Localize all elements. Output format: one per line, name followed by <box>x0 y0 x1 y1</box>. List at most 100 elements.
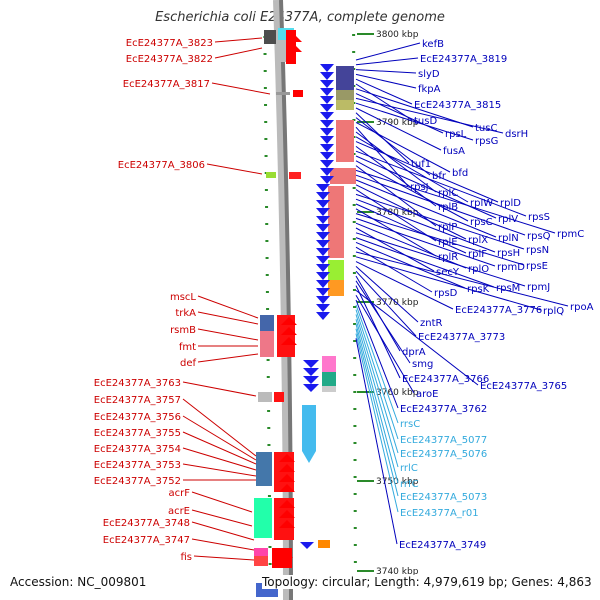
left-gene-label[interactable]: EcE24377A_3756 <box>94 412 181 423</box>
gene-arrow-left[interactable] <box>277 550 293 558</box>
kbp-tick-label[interactable]: 3790 kbp <box>376 118 419 128</box>
left-gene-label[interactable]: acrE <box>168 506 190 517</box>
left-gene-label[interactable]: EcE24377A_3823 <box>126 38 213 49</box>
gene-arrow-right[interactable] <box>320 112 334 120</box>
gene-arrow-right[interactable] <box>320 160 334 168</box>
gene-arrow-left[interactable] <box>279 520 295 528</box>
gene-arrow-right[interactable] <box>316 256 330 264</box>
right-gene-label[interactable]: EcE24377A_r01 <box>400 508 479 519</box>
right-gene-label[interactable]: EcE24377A_3819 <box>420 54 507 65</box>
gene-arrow-right[interactable] <box>320 72 334 80</box>
gene-arrow-right[interactable] <box>320 152 334 160</box>
gene-arrow-right[interactable] <box>320 120 334 128</box>
gene-block-left[interactable] <box>260 331 274 357</box>
gene-arrow-right[interactable] <box>316 272 330 280</box>
gene-arrow-right[interactable] <box>320 168 334 176</box>
right-gene-label[interactable]: rplC <box>438 188 458 199</box>
right-gene-label[interactable]: EcE24377A_3749 <box>399 540 486 551</box>
right-gene-label[interactable]: rplN <box>498 233 519 244</box>
right-gene-label[interactable]: rplD <box>500 198 521 209</box>
right-gene-label[interactable]: rpsS <box>528 212 550 223</box>
gene-arrow-left[interactable] <box>279 484 295 492</box>
left-gene-label[interactable]: EcE24377A_3747 <box>103 535 190 546</box>
right-gene-label[interactable]: rpsC <box>470 217 493 228</box>
gene-arrow-left[interactable] <box>279 454 295 462</box>
gene-arrow-left[interactable] <box>279 474 295 482</box>
gene-arrow-right[interactable] <box>316 304 330 312</box>
gene-arrow-right[interactable] <box>316 296 330 304</box>
right-gene-label[interactable]: EcE24377A_3815 <box>414 100 501 111</box>
gene-arrow-left[interactable] <box>286 44 302 52</box>
gene-arrow-right[interactable] <box>320 136 334 144</box>
left-gene-label[interactable]: EcE24377A_3763 <box>94 378 181 389</box>
rrna-operon-block[interactable] <box>302 405 316 451</box>
gene-block-left[interactable] <box>258 392 272 402</box>
right-gene-label[interactable]: rplW <box>470 198 493 209</box>
right-gene-label[interactable]: slyD <box>418 69 440 80</box>
right-gene-label[interactable]: rpsQ <box>527 231 551 242</box>
right-gene-label[interactable]: EcE24377A_5073 <box>400 492 487 503</box>
right-gene-label[interactable]: bfr <box>432 171 447 182</box>
gene-block-left[interactable] <box>264 30 276 44</box>
gene-block-right[interactable] <box>336 100 354 110</box>
kbp-tick-label[interactable]: 3760 kbp <box>376 388 419 398</box>
right-gene-label[interactable]: rpsM <box>496 283 520 294</box>
gene-arrow-right[interactable] <box>316 248 330 256</box>
gene-arrow-right[interactable] <box>316 216 330 224</box>
right-gene-label[interactable]: dprA <box>402 347 426 358</box>
right-gene-label[interactable]: EcE24377A_3766 <box>402 374 489 385</box>
gene-arrow-right[interactable] <box>320 64 334 72</box>
gene-block-right[interactable] <box>328 280 344 290</box>
gene-arrow-right[interactable] <box>316 208 330 216</box>
right-gene-label[interactable]: rpmD <box>497 262 525 273</box>
gene-arrow-right[interactable] <box>316 288 330 296</box>
gene-block-right[interactable] <box>336 120 354 162</box>
right-gene-label[interactable]: EcE24377A_3776 <box>455 305 542 316</box>
gene-block-left[interactable] <box>260 315 274 331</box>
gene-arrow-right[interactable] <box>316 280 330 288</box>
gene-block-left[interactable] <box>254 556 268 566</box>
gene-block-right[interactable] <box>330 168 356 184</box>
kbp-tick-label[interactable]: 3740 kbp <box>376 567 419 577</box>
right-gene-label[interactable]: rrlC <box>400 463 418 474</box>
right-gene-label[interactable]: dsrH <box>505 129 528 140</box>
right-gene-label[interactable]: rplQ <box>543 306 564 317</box>
right-gene-label[interactable]: EcE24377A_3765 <box>480 381 567 392</box>
gene-arrow-left[interactable] <box>279 500 295 508</box>
right-gene-label[interactable]: rplV <box>498 214 518 225</box>
right-gene-label[interactable]: rpsK <box>467 284 490 295</box>
gene-arrow-right[interactable] <box>300 542 314 549</box>
gene-block-left[interactable] <box>289 172 301 179</box>
gene-arrow-right[interactable] <box>303 360 319 368</box>
gene-block-left[interactable] <box>266 172 276 178</box>
right-gene-label[interactable]: rpsG <box>475 136 498 147</box>
right-gene-label[interactable]: rplE <box>438 237 458 248</box>
right-gene-label[interactable]: bfd <box>452 168 468 179</box>
right-gene-label[interactable]: EcE24377A_5077 <box>400 435 487 446</box>
right-gene-label[interactable]: kefB <box>422 39 444 50</box>
right-gene-label[interactable]: tuf1 <box>411 159 431 170</box>
left-gene-label[interactable]: EcE24377A_3822 <box>126 54 213 65</box>
rrna-operon-arrow[interactable] <box>302 451 316 463</box>
right-gene-label[interactable]: EcE24377A_3762 <box>400 404 487 415</box>
right-gene-label[interactable]: rrfC <box>400 479 419 490</box>
gene-block-right[interactable] <box>336 90 354 100</box>
left-gene-label[interactable]: def <box>180 358 197 369</box>
gene-block-left[interactable] <box>293 90 303 97</box>
right-gene-label[interactable]: rpsN <box>526 245 549 256</box>
right-gene-label[interactable]: rplR <box>438 252 458 263</box>
right-gene-label[interactable]: rplF <box>468 249 487 260</box>
right-gene-label[interactable]: zntR <box>420 318 443 329</box>
left-gene-label[interactable]: acrF <box>169 488 191 499</box>
gene-arrow-left[interactable] <box>281 337 297 345</box>
right-gene-label[interactable]: rpsE <box>526 261 548 272</box>
left-gene-label[interactable]: trkA <box>175 308 196 319</box>
left-gene-label[interactable]: EcE24377A_3806 <box>118 160 205 171</box>
gene-arrow-right[interactable] <box>320 88 334 96</box>
gene-block-right[interactable] <box>322 356 336 372</box>
gene-block-right[interactable] <box>328 202 344 258</box>
left-gene-label[interactable]: rsmB <box>170 325 196 336</box>
right-gene-label[interactable]: EcE24377A_3773 <box>418 332 505 343</box>
right-gene-label[interactable]: rpoA <box>570 302 594 313</box>
